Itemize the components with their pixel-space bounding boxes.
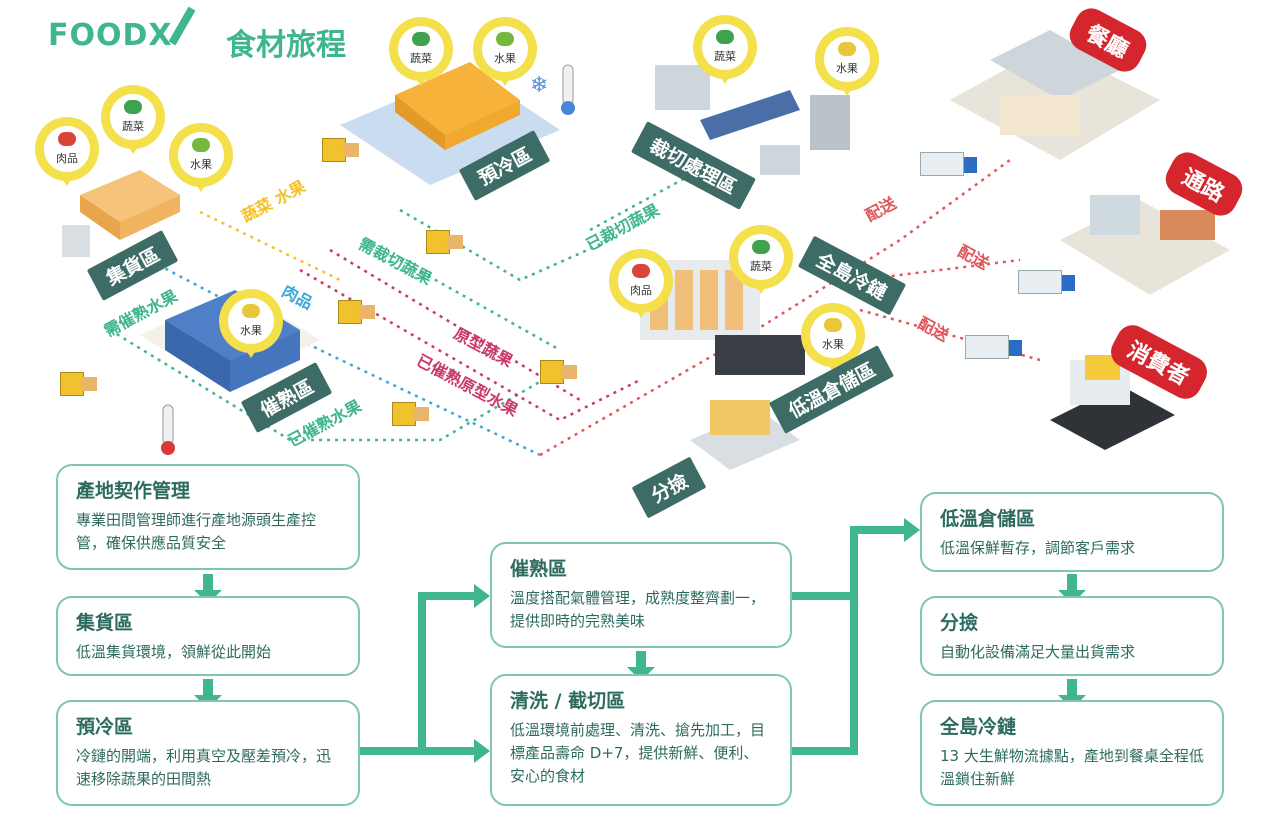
forklift-icon — [392, 402, 429, 426]
forklift-icon — [322, 138, 359, 162]
connector-line — [792, 592, 856, 600]
flow-desc: 專業田間管理師進行產地源頭生產控管，確保供應品質安全 — [76, 511, 317, 552]
delivery-truck-icon — [1018, 270, 1075, 294]
forklift-icon — [426, 230, 463, 254]
flow-box-collect: 集貨區 低溫集貨環境，領鮮從此開始 — [56, 596, 360, 676]
arrow-right-icon — [474, 739, 490, 763]
flow-box-sorting: 分撿 自動化設備滿足大量出貨需求 — [920, 596, 1224, 676]
forklift-icon — [338, 300, 375, 324]
logo-brand: FOODX — [48, 18, 173, 53]
flow-desc: 自動化設備滿足大量出貨需求 — [940, 643, 1136, 661]
connector-line — [418, 592, 426, 755]
flow-box-precool: 預冷區 冷鏈的開端，利用真空及壓差預冷，迅速移除蔬果的田間熱 — [56, 700, 360, 806]
flow-title: 清洗 / 截切區 — [510, 690, 626, 712]
flow-box-cold-storage: 低溫倉儲區 低溫保鮮暫存，調節客戶需求 — [920, 492, 1224, 572]
connector-line — [360, 747, 424, 755]
connector-line — [424, 747, 476, 755]
delivery-truck-icon — [920, 152, 977, 176]
veg-pin-icon: 蔬菜 — [696, 18, 754, 84]
connector-line — [418, 592, 476, 600]
flow-title: 全島冷鏈 — [940, 716, 1017, 738]
flow-title: 集貨區 — [76, 612, 134, 634]
arrow-down-icon — [1058, 574, 1086, 604]
flow-desc: 13 大生鮮物流據點，產地到餐桌全程低溫鎖住新鮮 — [940, 747, 1204, 788]
flow-desc: 低溫環境前處理、清洗、搶先加工，目標產品壽命 D+7，提供新鮮、便利、安心的食材 — [510, 721, 766, 785]
flow-title: 產地契作管理 — [76, 480, 191, 502]
fruit-pin-icon: 水果 — [818, 30, 876, 96]
meat-pin-icon: 肉品 — [612, 252, 670, 318]
arrow-right-icon — [904, 518, 920, 542]
flow-box-ripening: 催熟區 溫度搭配氣體管理，成熟度整齊劃一，提供即時的完熟美味 — [490, 542, 792, 648]
flow-title: 低溫倉儲區 — [940, 508, 1036, 530]
page-title: 食材旅程 — [226, 28, 346, 63]
flow-desc: 低溫集貨環境，領鮮從此開始 — [76, 643, 272, 661]
svg-text:❄: ❄ — [530, 73, 548, 98]
forklift-icon — [540, 360, 577, 384]
flow-desc: 冷鏈的開端，利用真空及壓差預冷，迅速移除蔬果的田間熱 — [76, 747, 332, 788]
flow-title: 催熟區 — [510, 558, 568, 580]
flow-box-origin: 產地契作管理 專業田間管理師進行產地源頭生產控管，確保供應品質安全 — [56, 464, 360, 570]
arrow-down-icon — [1058, 679, 1086, 709]
fruit-pin-icon: 水果 — [172, 126, 230, 192]
arrow-down-icon — [627, 651, 655, 681]
connector-line — [850, 526, 906, 534]
fruit-pin-icon: 水果 — [222, 292, 280, 358]
arrow-right-icon — [474, 584, 490, 608]
connector-line — [850, 526, 858, 755]
veg-pin-icon: 蔬菜 — [104, 88, 162, 154]
flow-desc: 低溫保鮮暫存，調節客戶需求 — [940, 539, 1136, 557]
veg-pin-icon: 蔬菜 — [392, 20, 450, 86]
delivery-truck-icon — [965, 335, 1022, 359]
flow-box-coldchain: 全島冷鏈 13 大生鮮物流據點，產地到餐桌全程低溫鎖住新鮮 — [920, 700, 1224, 806]
arrow-down-icon — [194, 679, 222, 709]
forklift-icon — [60, 372, 97, 396]
flow-desc: 溫度搭配氣體管理，成熟度整齊劃一，提供即時的完熟美味 — [510, 589, 766, 630]
flow-title: 分撿 — [940, 612, 979, 634]
connector-line — [792, 747, 856, 755]
arrow-down-icon — [194, 574, 222, 604]
meat-pin-icon: 肉品 — [38, 120, 96, 186]
flow-box-wash-cut: 清洗 / 截切區 低溫環境前處理、清洗、搶先加工，目標產品壽命 D+7，提供新鮮… — [490, 674, 792, 806]
fruit-pin-icon: 水果 — [804, 306, 862, 372]
veg-pin-icon: 蔬菜 — [732, 228, 790, 294]
fruit-pin-icon: 水果 — [476, 20, 534, 86]
flow-title: 預冷區 — [76, 716, 134, 738]
